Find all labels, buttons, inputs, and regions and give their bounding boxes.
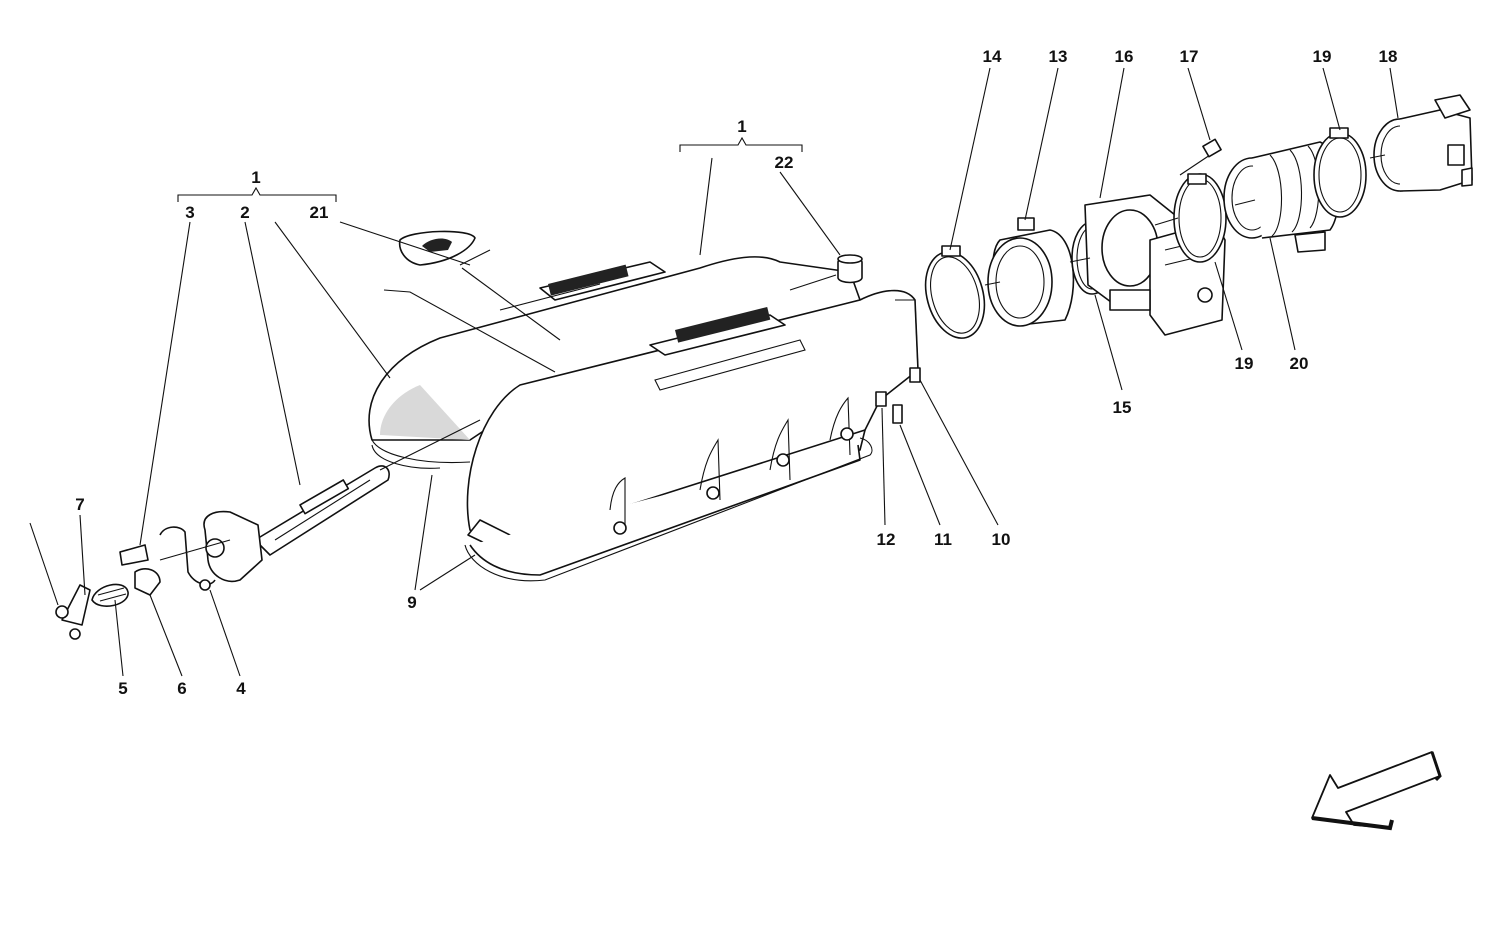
throttle-shaft-assembly (55, 465, 390, 640)
hose-clamp-14 (924, 245, 986, 339)
intake-adapter-13 (987, 217, 1075, 327)
callout-7: 7 (75, 495, 84, 514)
callout-labels: 1 1 3 2 21 22 7 5 6 4 9 12 11 10 14 13 1… (75, 47, 1397, 698)
callout-1-right: 1 (737, 117, 746, 136)
sensor-fittings (875, 367, 921, 424)
callout-21: 21 (310, 203, 329, 222)
ferrari-shield-badge (398, 230, 476, 266)
intake-manifold-left (368, 256, 861, 464)
callout-6: 6 (177, 679, 186, 698)
callout-13: 13 (1049, 47, 1068, 66)
callout-14: 14 (983, 47, 1002, 66)
leader-lines (29, 67, 1399, 677)
callout-18: 18 (1379, 47, 1398, 66)
logo-lettering-left (547, 264, 629, 296)
callout-20: 20 (1290, 354, 1309, 373)
callout-12: 12 (877, 530, 896, 549)
callout-19-bottom: 19 (1235, 354, 1254, 373)
callout-17: 17 (1180, 47, 1199, 66)
filler-cap (837, 254, 863, 284)
intake-manifold-right (466, 289, 919, 576)
callout-10: 10 (992, 530, 1011, 549)
callout-1-left: 1 (251, 168, 260, 187)
gasket-set (371, 437, 873, 582)
air-flow-meter-18 (1373, 94, 1473, 192)
screw-17 (1179, 138, 1222, 176)
callout-22: 22 (775, 153, 794, 172)
callout-2: 2 (240, 203, 249, 222)
callout-11: 11 (934, 530, 952, 549)
callout-19-top: 19 (1313, 47, 1332, 66)
hose-clamp-19-lower (1173, 173, 1227, 263)
throttle-body-16 (1084, 194, 1226, 336)
front-direction-arrow-icon (1311, 751, 1442, 831)
callout-9: 9 (407, 593, 416, 612)
callout-4: 4 (236, 679, 246, 698)
callout-3: 3 (185, 203, 194, 222)
hose-clamp-19-upper (1313, 127, 1367, 218)
logo-lettering-right (674, 307, 771, 343)
callout-5: 5 (118, 679, 127, 698)
callout-15: 15 (1113, 398, 1132, 417)
callout-16: 16 (1115, 47, 1134, 66)
